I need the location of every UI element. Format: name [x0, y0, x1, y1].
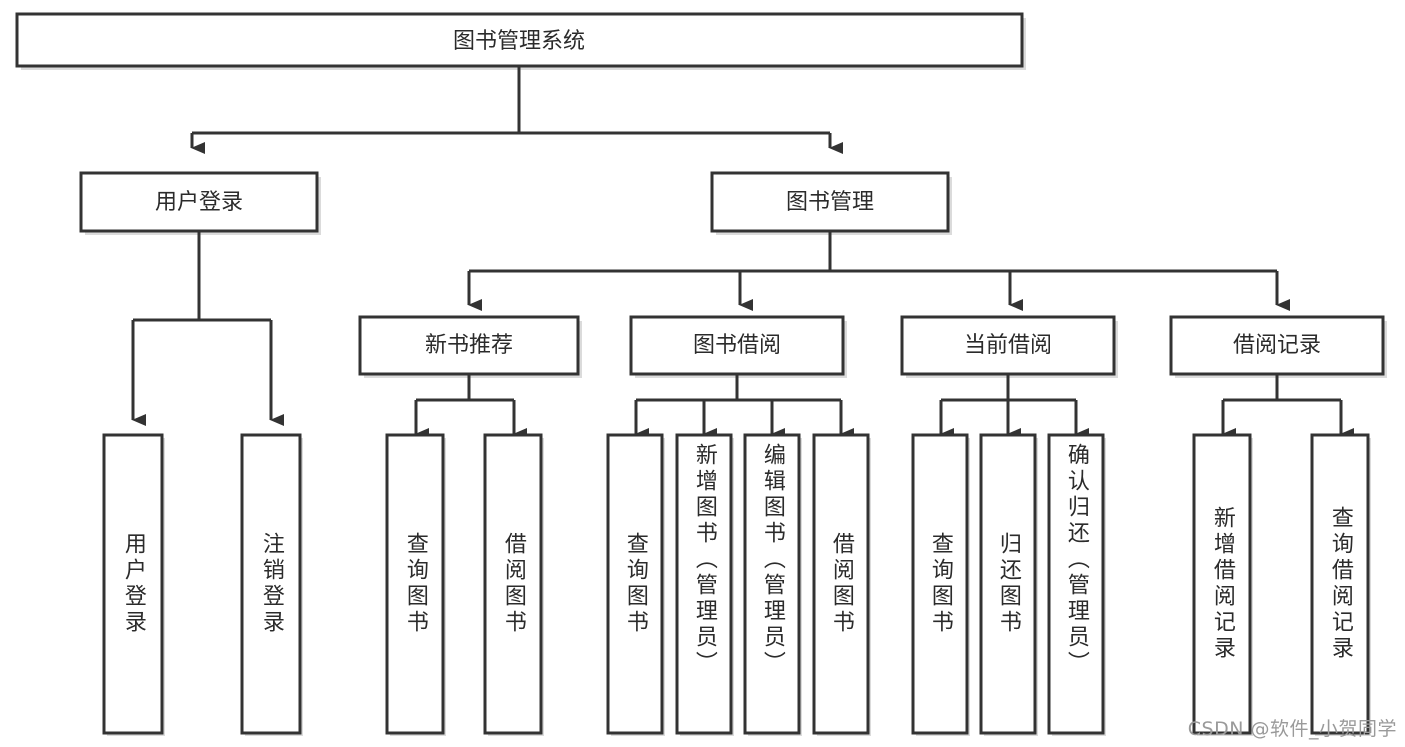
connector-book-management-to-level3 [467, 231, 1290, 311]
leaf-box-current-borrow-0[interactable] [911, 433, 970, 736]
node-current-borrow[interactable]: 当前借阅 [900, 315, 1118, 378]
connector-user-login-to-leaves [131, 231, 284, 426]
node-borrow-record-label: 借阅记录 [1233, 333, 1321, 358]
node-book-borrow-label: 图书借阅 [693, 333, 781, 358]
node-user-login[interactable]: 用户登录 [79, 171, 321, 235]
leaf-box-user-login-1[interactable] [240, 433, 303, 736]
connector-book-borrow-to-leaves [634, 374, 854, 440]
node-root-label: 图书管理系统 [453, 29, 585, 54]
node-user-login-label: 用户登录 [155, 190, 243, 215]
node-book-management[interactable]: 图书管理 [710, 171, 952, 235]
connector-borrow-record-to-leaves [1221, 374, 1354, 440]
connector-root-to-level2 [190, 66, 843, 154]
node-current-borrow-label: 当前借阅 [964, 333, 1052, 358]
leaf-box-book-borrow-3[interactable] [812, 433, 871, 736]
leaf-box-new-book-0[interactable] [385, 433, 446, 736]
connector-new-book-recommend-to-leaves [414, 374, 527, 440]
leaf-box-borrow-record-1[interactable] [1310, 433, 1371, 736]
node-book-management-label: 图书管理 [786, 190, 874, 215]
node-root[interactable]: 图书管理系统 [15, 12, 1026, 70]
leaf-box-current-borrow-2[interactable] [1047, 433, 1106, 736]
leaf-box-borrow-record-0[interactable] [1192, 433, 1253, 736]
leaf-box-current-borrow-1[interactable] [979, 433, 1038, 736]
watermark-text: CSDN @软件_小贺同学 [1187, 718, 1397, 740]
leaf-box-new-book-1[interactable] [483, 433, 544, 736]
leaf-box-book-borrow-1[interactable] [675, 433, 734, 736]
leaf-box-user-login-0[interactable] [102, 433, 165, 736]
node-borrow-record[interactable]: 借阅记录 [1169, 315, 1387, 378]
connector-current-borrow-to-leaves [939, 374, 1089, 440]
node-new-book-recommend[interactable]: 新书推荐 [358, 315, 582, 378]
node-new-book-recommend-label: 新书推荐 [425, 333, 513, 358]
leaf-box-book-borrow-0[interactable] [606, 433, 665, 736]
leaf-box-book-borrow-2[interactable] [743, 433, 802, 736]
node-book-borrow[interactable]: 图书借阅 [629, 315, 847, 378]
